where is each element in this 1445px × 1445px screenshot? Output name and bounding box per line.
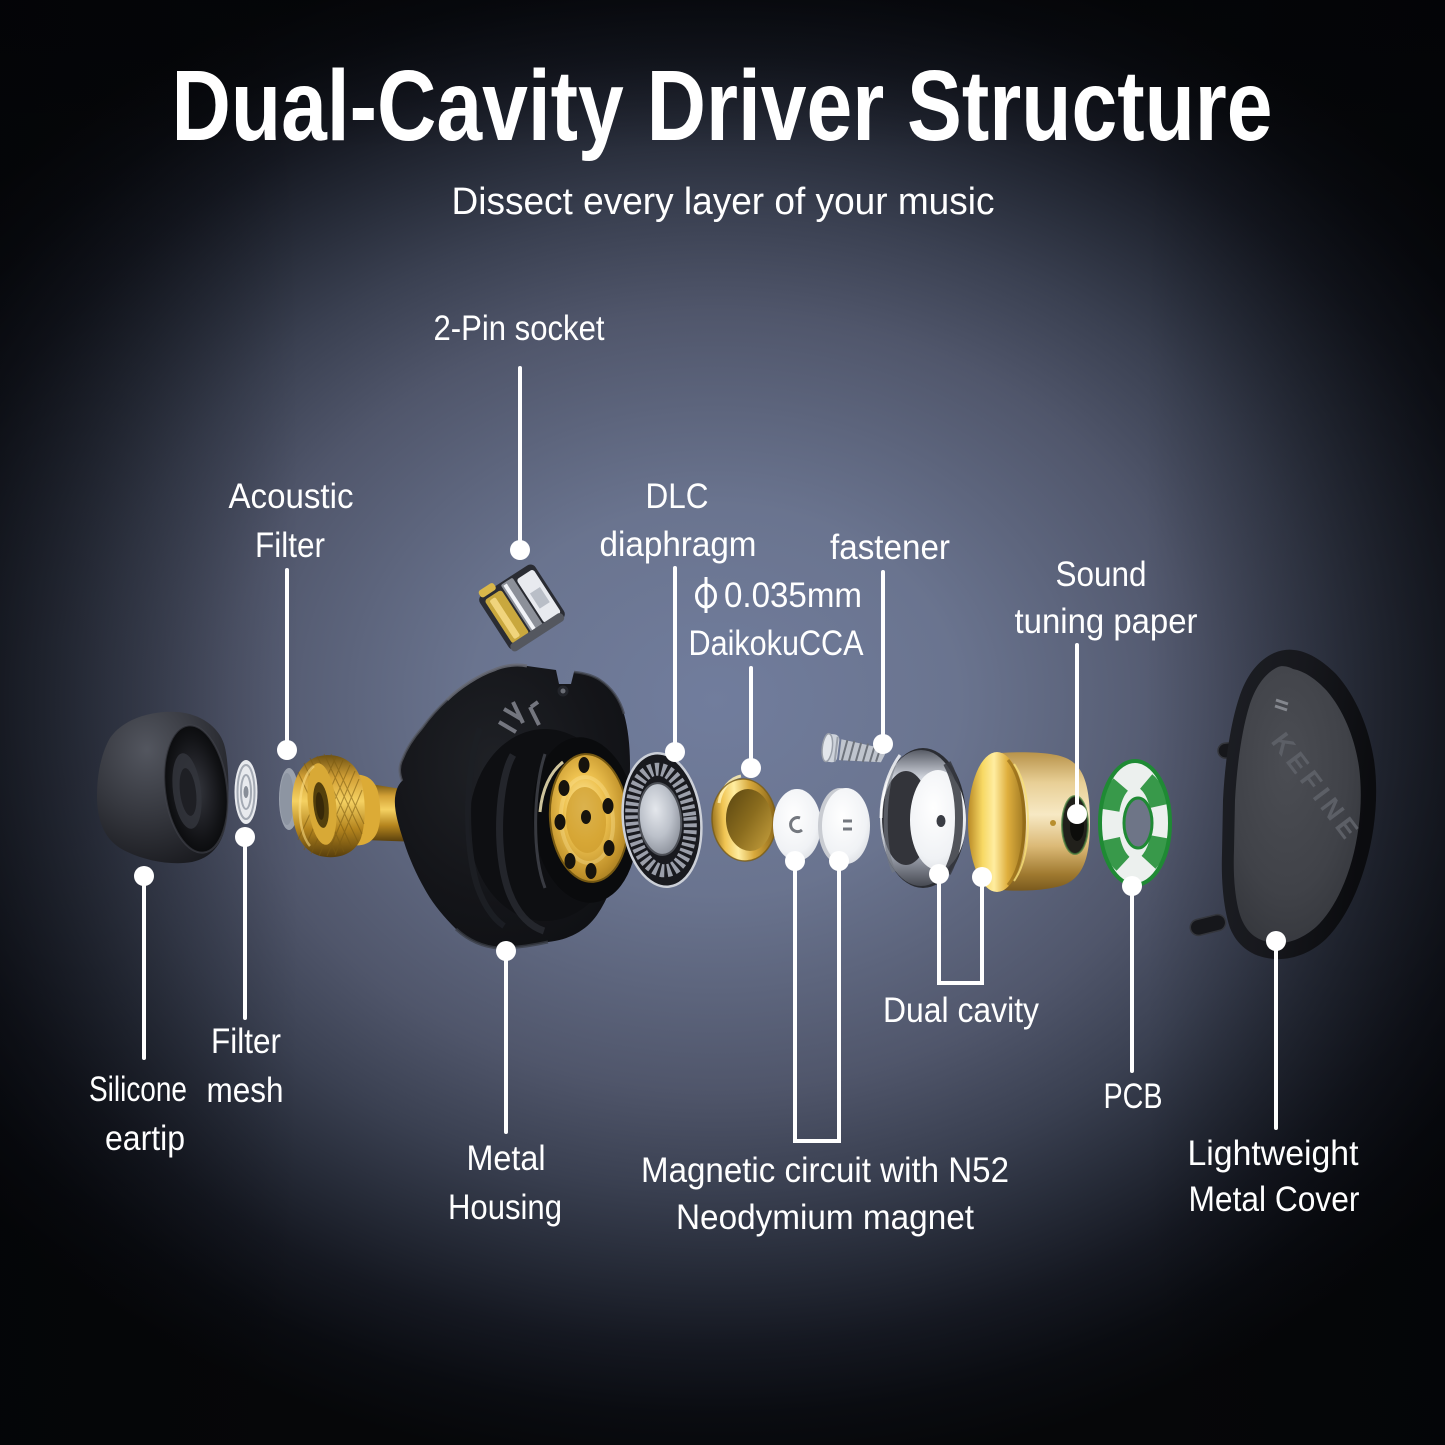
svg-text:Lightweight: Lightweight — [1188, 1134, 1359, 1173]
svg-text:fastener: fastener — [830, 528, 950, 567]
svg-text:Dissect every layer of your mu: Dissect every layer of your music — [452, 181, 995, 223]
svg-text:2-Pin socket: 2-Pin socket — [434, 309, 605, 348]
svg-text:diaphragm: diaphragm — [600, 525, 757, 564]
svg-text:Metal Cover: Metal Cover — [1189, 1180, 1360, 1219]
svg-text:Dual cavity: Dual cavity — [883, 991, 1039, 1030]
svg-text:Neodymium magnet: Neodymium magnet — [676, 1198, 974, 1237]
svg-text:Housing: Housing — [448, 1188, 562, 1227]
svg-text:mesh: mesh — [207, 1071, 284, 1110]
svg-text:0.035mm: 0.035mm — [724, 576, 862, 615]
svg-text:Dual-Cavity Driver Structure: Dual-Cavity Driver Structure — [172, 50, 1273, 162]
svg-text:PCB: PCB — [1104, 1077, 1163, 1116]
svg-text:Filter: Filter — [255, 526, 325, 565]
svg-text:eartip: eartip — [105, 1119, 185, 1158]
svg-text:tuning paper: tuning paper — [1015, 602, 1198, 641]
svg-text:Metal: Metal — [467, 1139, 546, 1178]
svg-text:DaikokuCCA: DaikokuCCA — [689, 624, 865, 663]
svg-text:Magnetic circuit with N52: Magnetic circuit with N52 — [641, 1151, 1009, 1190]
svg-text:Sound: Sound — [1056, 555, 1147, 594]
svg-text:DLC: DLC — [646, 477, 709, 516]
svg-text:Silicone: Silicone — [89, 1070, 187, 1109]
svg-text:Filter: Filter — [211, 1022, 281, 1061]
svg-text:Acoustic: Acoustic — [229, 477, 354, 516]
